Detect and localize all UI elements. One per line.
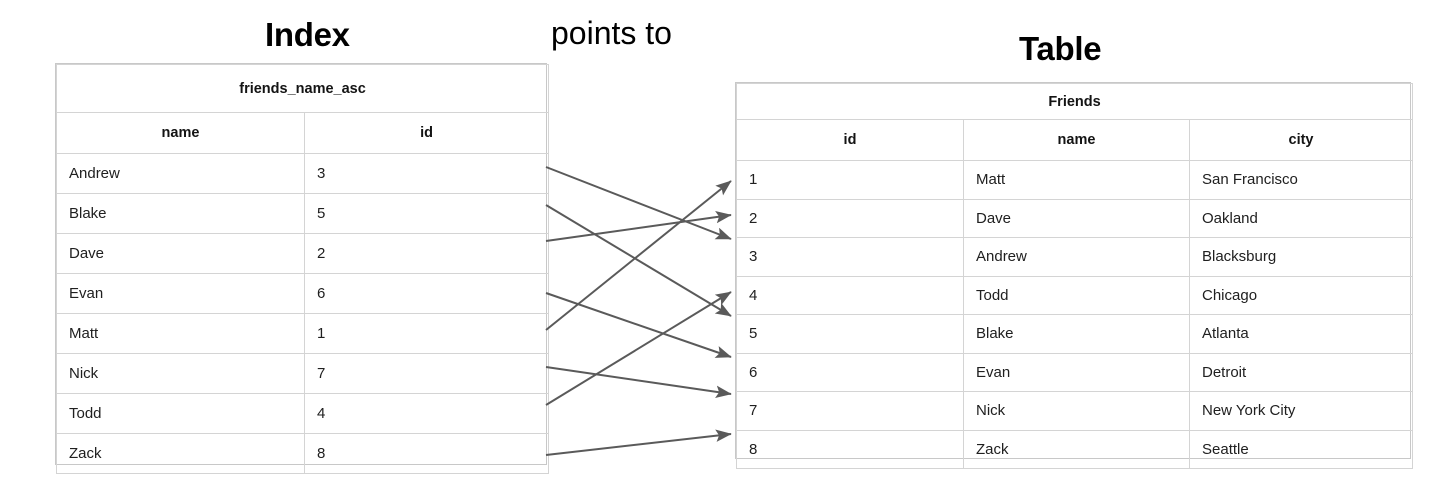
- arrow-group: [545, 166, 732, 456]
- index-cell-id: 6: [303, 273, 550, 314]
- friends-col-header-id: id: [736, 119, 964, 161]
- friends-cell-name: Andrew: [963, 237, 1190, 277]
- pointer-arrow-andrew-to-3: [545, 166, 732, 240]
- friends-caption-row: Friends: [735, 83, 1414, 120]
- friends-cell-name: Blake: [963, 314, 1190, 354]
- index-cell-id: 3: [303, 153, 550, 194]
- index-cell-name: Nick: [56, 353, 305, 394]
- friends-cell-city: Detroit: [1188, 352, 1414, 392]
- index-cell-id: 4: [303, 393, 550, 434]
- table-row: Andrew 3: [56, 153, 550, 194]
- pointer-arrow-todd-to-4: [545, 291, 732, 406]
- table-row: 8 Zack Seattle: [736, 429, 1414, 469]
- index-col-header-id: id: [303, 112, 550, 154]
- index-heading: Index: [265, 16, 350, 53]
- table-row: Zack 8: [56, 433, 550, 474]
- friends-cell-id: 8: [736, 429, 964, 469]
- index-cell-id: 5: [303, 193, 550, 234]
- friends-cell-city: Blacksburg: [1188, 237, 1414, 277]
- index-cell-name: Blake: [56, 193, 305, 234]
- index-table-caption: friends_name_asc: [55, 64, 550, 113]
- friends-cell-city: New York City: [1188, 391, 1414, 431]
- index-cell-name: Evan: [56, 273, 305, 314]
- table-row: 3 Andrew Blacksburg: [736, 237, 1414, 277]
- friends-cell-city: Oakland: [1188, 198, 1414, 238]
- table-row: Blake 5: [56, 193, 550, 234]
- friends-col-header-city: city: [1188, 119, 1414, 161]
- friends-table: Friends id name city 1 Matt San Francisc…: [735, 82, 1414, 469]
- pointer-arrow-dave-to-2: [545, 210, 732, 242]
- friends-header-row: id name city: [736, 119, 1414, 161]
- friends-cell-city: Seattle: [1188, 429, 1414, 469]
- friends-cell-name: Zack: [963, 429, 1190, 469]
- points-to-label: points to: [551, 15, 672, 51]
- friends-cell-name: Dave: [963, 198, 1190, 238]
- table-row: 7 Nick New York City: [736, 391, 1414, 431]
- index-cell-id: 7: [303, 353, 550, 394]
- index-caption-row: friends_name_asc: [55, 64, 550, 113]
- table-row: 2 Dave Oakland: [736, 198, 1414, 238]
- friends-cell-name: Todd: [963, 275, 1190, 315]
- friends-cell-city: San Francisco: [1188, 160, 1414, 200]
- index-cell-name: Matt: [56, 313, 305, 354]
- friends-col-header-name: name: [963, 119, 1190, 161]
- friends-table-caption: Friends: [735, 83, 1414, 120]
- table-row: Nick 7: [56, 353, 550, 394]
- table-row: Todd 4: [56, 393, 550, 434]
- friends-cell-id: 4: [736, 275, 964, 315]
- index-cell-name: Dave: [56, 233, 305, 274]
- friends-cell-id: 7: [736, 391, 964, 431]
- table-row: Matt 1: [56, 313, 550, 354]
- index-col-header-name: name: [56, 112, 305, 154]
- friends-cell-name: Evan: [963, 352, 1190, 392]
- table-row: 6 Evan Detroit: [736, 352, 1414, 392]
- friends-cell-city: Chicago: [1188, 275, 1414, 315]
- pointer-arrow-evan-to-6: [545, 292, 732, 358]
- table-row: 1 Matt San Francisco: [736, 160, 1414, 200]
- pointer-arrow-matt-to-1: [545, 180, 732, 331]
- friends-cell-name: Nick: [963, 391, 1190, 431]
- friends-cell-id: 3: [736, 237, 964, 277]
- index-cell-id: 8: [303, 433, 550, 474]
- table-heading: Table: [1019, 30, 1102, 67]
- index-table: friends_name_asc name id Andrew 3 Blake …: [55, 63, 550, 474]
- table-row: Evan 6: [56, 273, 550, 314]
- friends-cell-id: 2: [736, 198, 964, 238]
- index-cell-id: 1: [303, 313, 550, 354]
- table-row: Dave 2: [56, 233, 550, 274]
- table-row: 5 Blake Atlanta: [736, 314, 1414, 354]
- pointer-arrow-blake-to-5: [545, 204, 732, 317]
- friends-cell-city: Atlanta: [1188, 314, 1414, 354]
- friends-cell-id: 5: [736, 314, 964, 354]
- index-cell-name: Todd: [56, 393, 305, 434]
- friends-cell-id: 1: [736, 160, 964, 200]
- index-cell-name: Zack: [56, 433, 305, 474]
- friends-cell-name: Matt: [963, 160, 1190, 200]
- index-cell-id: 2: [303, 233, 550, 274]
- index-header-row: name id: [56, 112, 550, 154]
- pointer-arrow-nick-to-7: [545, 366, 732, 398]
- friends-cell-id: 6: [736, 352, 964, 392]
- index-cell-name: Andrew: [56, 153, 305, 194]
- pointer-arrow-zack-to-8: [545, 429, 732, 456]
- table-row: 4 Todd Chicago: [736, 275, 1414, 315]
